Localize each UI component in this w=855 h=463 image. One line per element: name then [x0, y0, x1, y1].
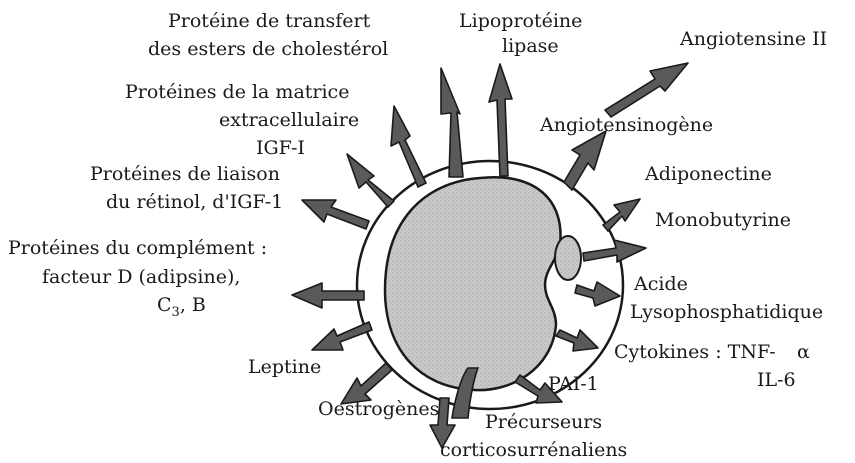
label-complement-b: , B [180, 294, 206, 316]
arrow-retinol [302, 200, 369, 229]
label-pai1: PAI-1 [548, 373, 599, 395]
label-igf1: IGF-I [256, 137, 305, 159]
label-cetp-line2: des esters de cholestérol [148, 38, 388, 60]
label-retinol-line2: du rétinol, d'IGF-1 [106, 191, 283, 213]
label-lpa-line2: Lysophosphatidique [630, 301, 823, 323]
label-angiotensin2: Angiotensine II [679, 28, 827, 50]
label-complement-line3: C3, B [157, 294, 206, 320]
arrow-angiotensinogen [564, 131, 606, 190]
label-corticos-line1: Précurseurs [485, 411, 602, 433]
label-complement-line2: facteur D (adipsine), [42, 266, 240, 288]
label-lpa-line1: Acide [633, 273, 688, 295]
arrow-igf1 [347, 154, 394, 207]
label-lpl-line1: Lipoprotéine [459, 10, 582, 32]
label-il6: IL-6 [757, 369, 796, 391]
arrow-adiponectin [603, 199, 640, 231]
label-lpl-line2: lipase [502, 35, 559, 57]
label-corticos-line2: corticosurrénaliens [440, 439, 627, 461]
lipid-droplet [385, 177, 561, 390]
label-estrogens: Oestrogènes [318, 398, 439, 420]
label-retinol-line1: Protéines de liaison [90, 163, 280, 185]
label-complement-line1: Protéines du complément : [8, 237, 267, 259]
vesicle [555, 236, 581, 280]
arrow-lpl [489, 64, 512, 176]
arrow-cetp [441, 68, 463, 177]
label-leptin: Leptine [248, 356, 321, 378]
arrow-ecm [391, 106, 426, 187]
label-ecm-line1: Protéines de la matrice [125, 81, 349, 103]
arrow-complement-b [312, 322, 372, 350]
label-monobutyrin: Monobutyrine [655, 209, 791, 231]
label-complement-subscript: 3 [172, 305, 180, 320]
label-alpha: α [797, 341, 810, 363]
arrow-angiotensin2 [605, 63, 688, 117]
arrow-complement [292, 283, 364, 308]
label-cetp-line1: Protéine de transfert [168, 10, 371, 32]
label-ecm-line2: extracellulaire [219, 109, 359, 131]
label-cytokines: Cytokines : TNF- [614, 341, 776, 363]
label-angiotensinogen: Angiotensinogène [539, 114, 713, 136]
label-adiponectin: Adiponectine [644, 163, 772, 185]
